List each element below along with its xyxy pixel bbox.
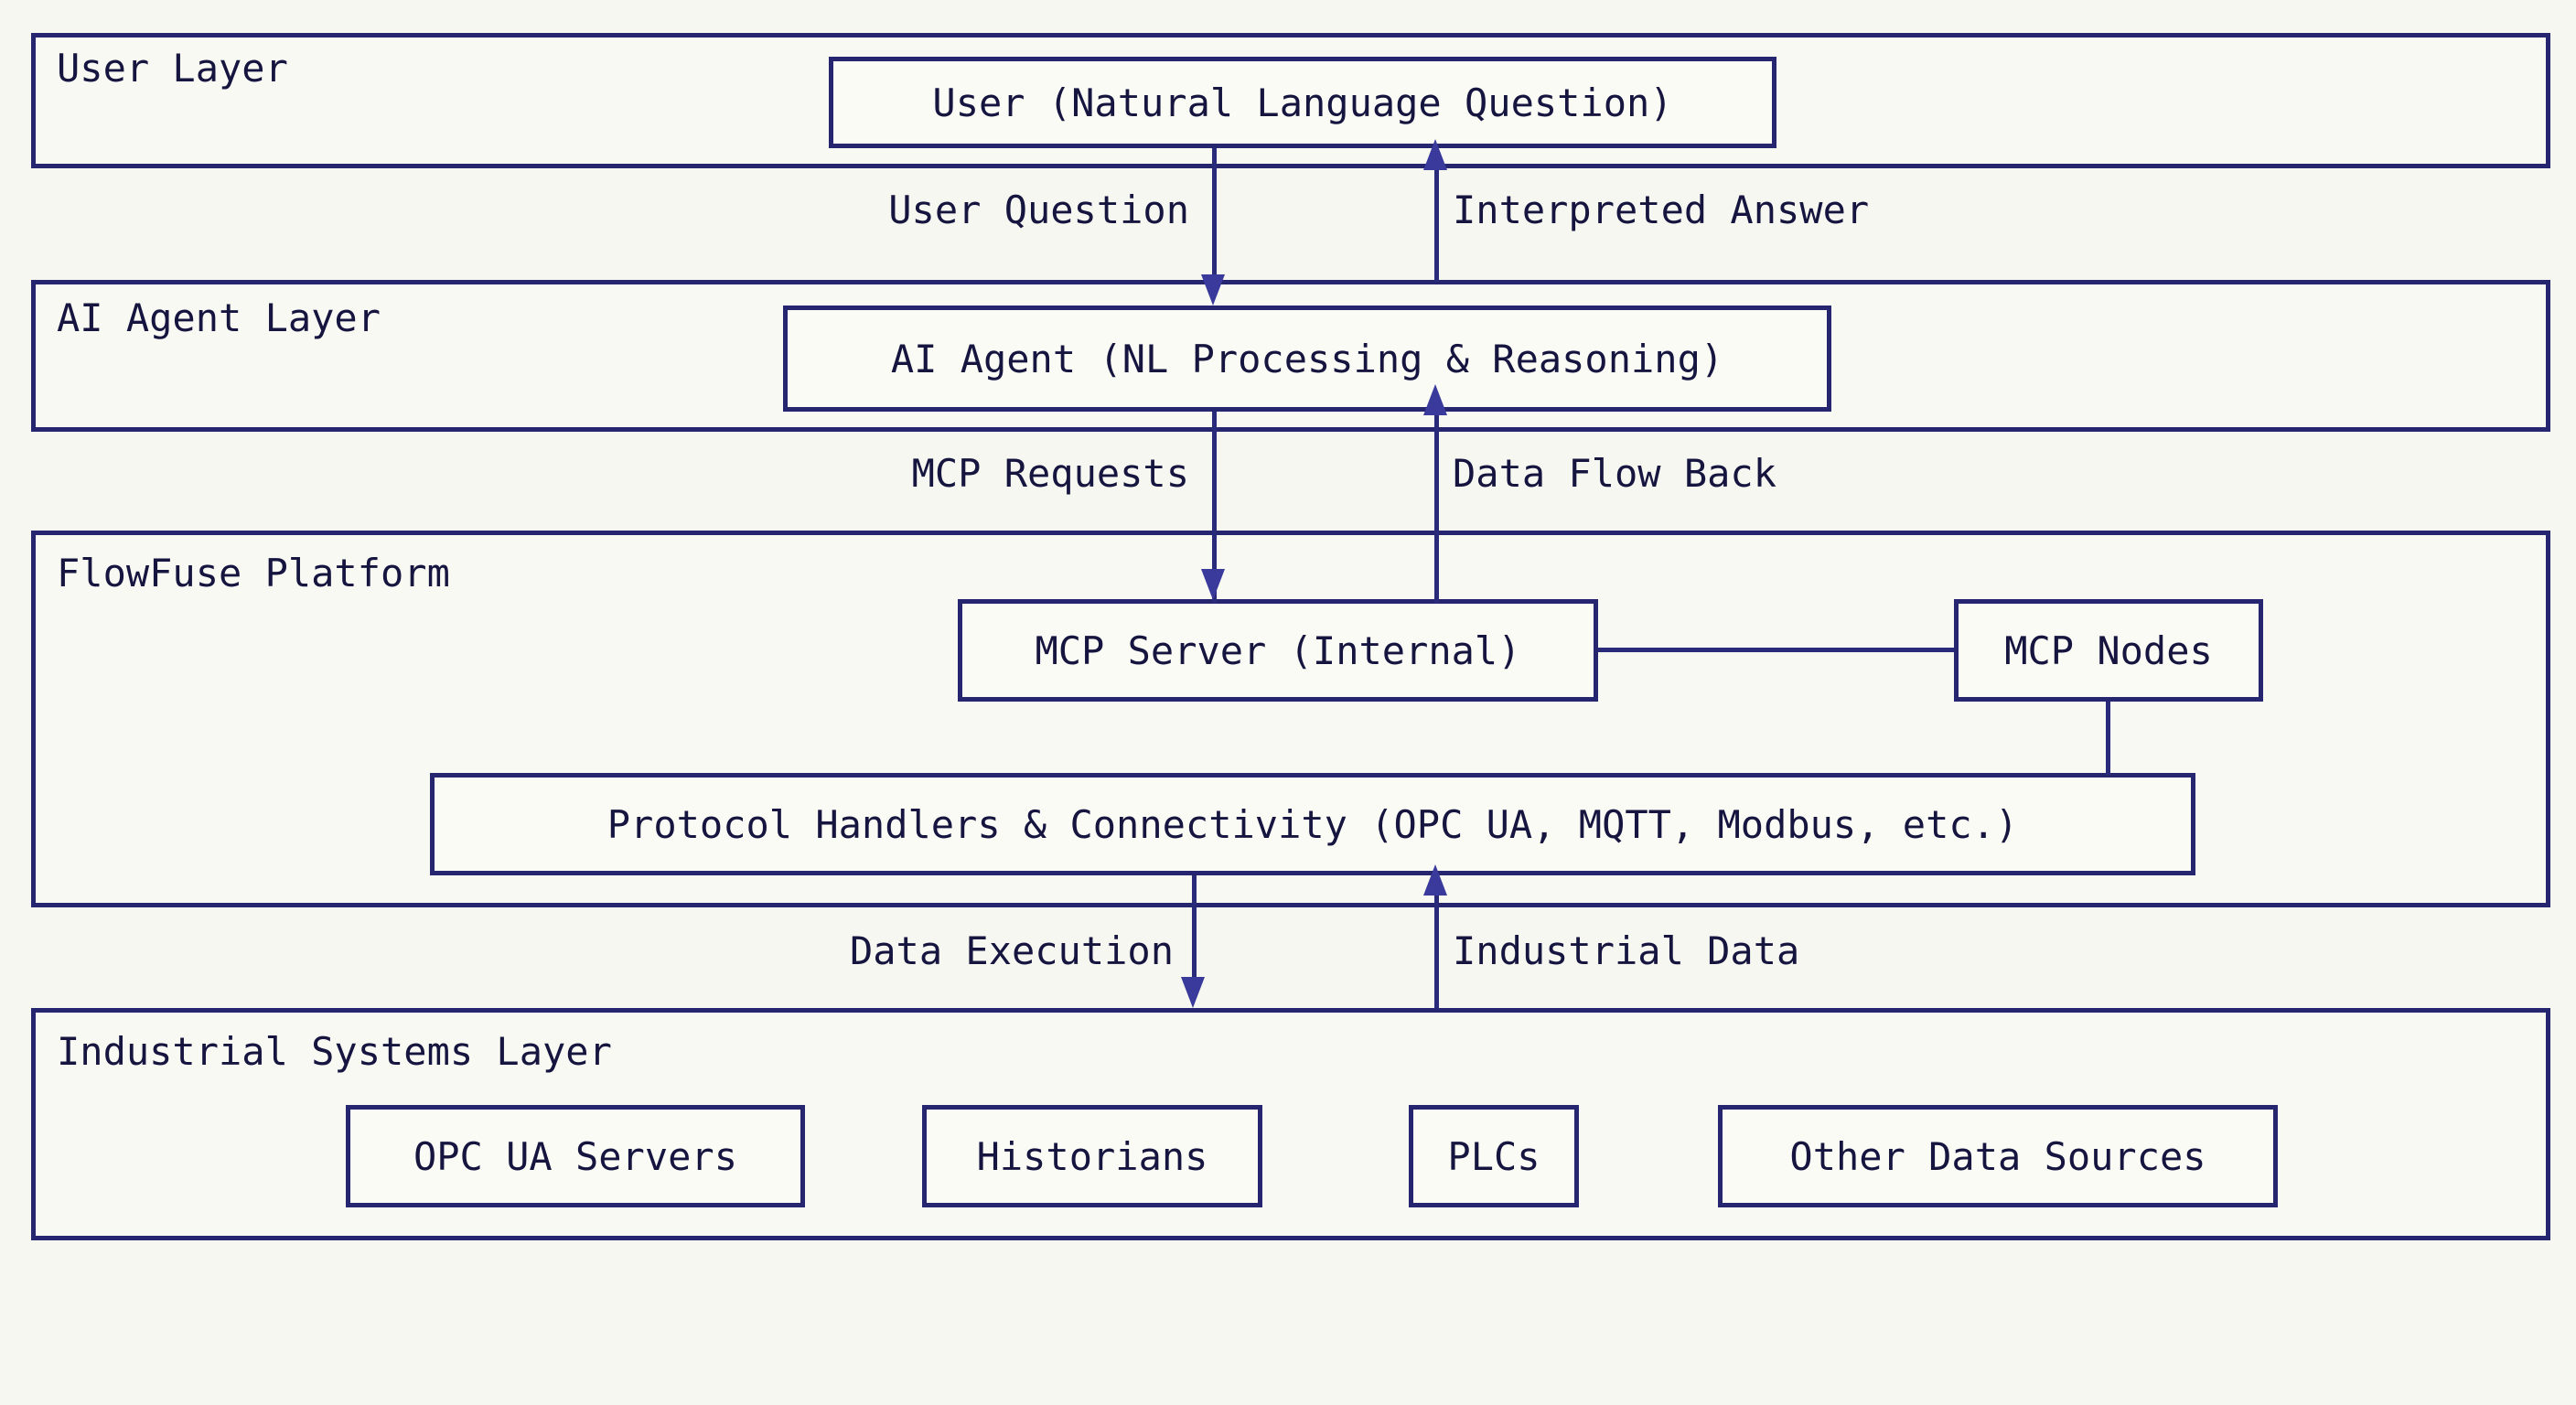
edge-arrowhead-mcp-requests — [1201, 569, 1225, 600]
edge-label-mcp-requests: MCP Requests — [911, 451, 1189, 496]
edge-line-data-flow-back — [1434, 412, 1439, 604]
node-mcp-nodes[interactable]: MCP Nodes — [1954, 599, 2263, 702]
edge-line-industrial-data — [1434, 875, 1439, 1009]
node-opc-ua-servers[interactable]: OPC UA Servers — [346, 1105, 805, 1207]
layer-title-ai-agent: AI Agent Layer — [57, 295, 381, 340]
node-user[interactable]: User (Natural Language Question) — [829, 57, 1776, 148]
node-protocol-handlers[interactable]: Protocol Handlers & Connectivity (OPC UA… — [430, 773, 2195, 875]
connector-nodes-to-protocol — [2106, 702, 2110, 775]
node-other-data-sources[interactable]: Other Data Sources — [1718, 1105, 2278, 1207]
connector-server-to-nodes — [1598, 648, 1954, 652]
edge-label-data-flow-back: Data Flow Back — [1453, 451, 1777, 496]
edge-line-mcp-requests — [1212, 412, 1217, 604]
edge-label-interpreted-answer: Interpreted Answer — [1453, 188, 1870, 232]
node-mcp-server[interactable]: MCP Server (Internal) — [958, 599, 1598, 702]
edge-arrowhead-data-execution — [1181, 977, 1205, 1008]
edge-arrowhead-user-question — [1201, 274, 1225, 306]
edge-arrowhead-data-flow-back — [1423, 384, 1447, 415]
edge-arrowhead-industrial-data — [1423, 864, 1447, 896]
edge-line-data-execution — [1192, 875, 1197, 985]
node-ai-agent[interactable]: AI Agent (NL Processing & Reasoning) — [783, 306, 1831, 412]
edge-label-industrial-data: Industrial Data — [1453, 928, 1800, 973]
edge-label-user-question: User Question — [888, 188, 1189, 232]
node-plcs[interactable]: PLCs — [1409, 1105, 1579, 1207]
layer-title-flowfuse: FlowFuse Platform — [57, 551, 450, 595]
layer-title-user: User Layer — [57, 46, 288, 91]
edge-line-user-question — [1212, 148, 1217, 282]
layer-title-industrial: Industrial Systems Layer — [57, 1029, 612, 1074]
edge-arrowhead-interpreted-answer — [1423, 139, 1447, 170]
edge-label-data-execution: Data Execution — [849, 928, 1174, 973]
node-historians[interactable]: Historians — [922, 1105, 1262, 1207]
edge-line-interpreted-answer — [1434, 148, 1439, 282]
